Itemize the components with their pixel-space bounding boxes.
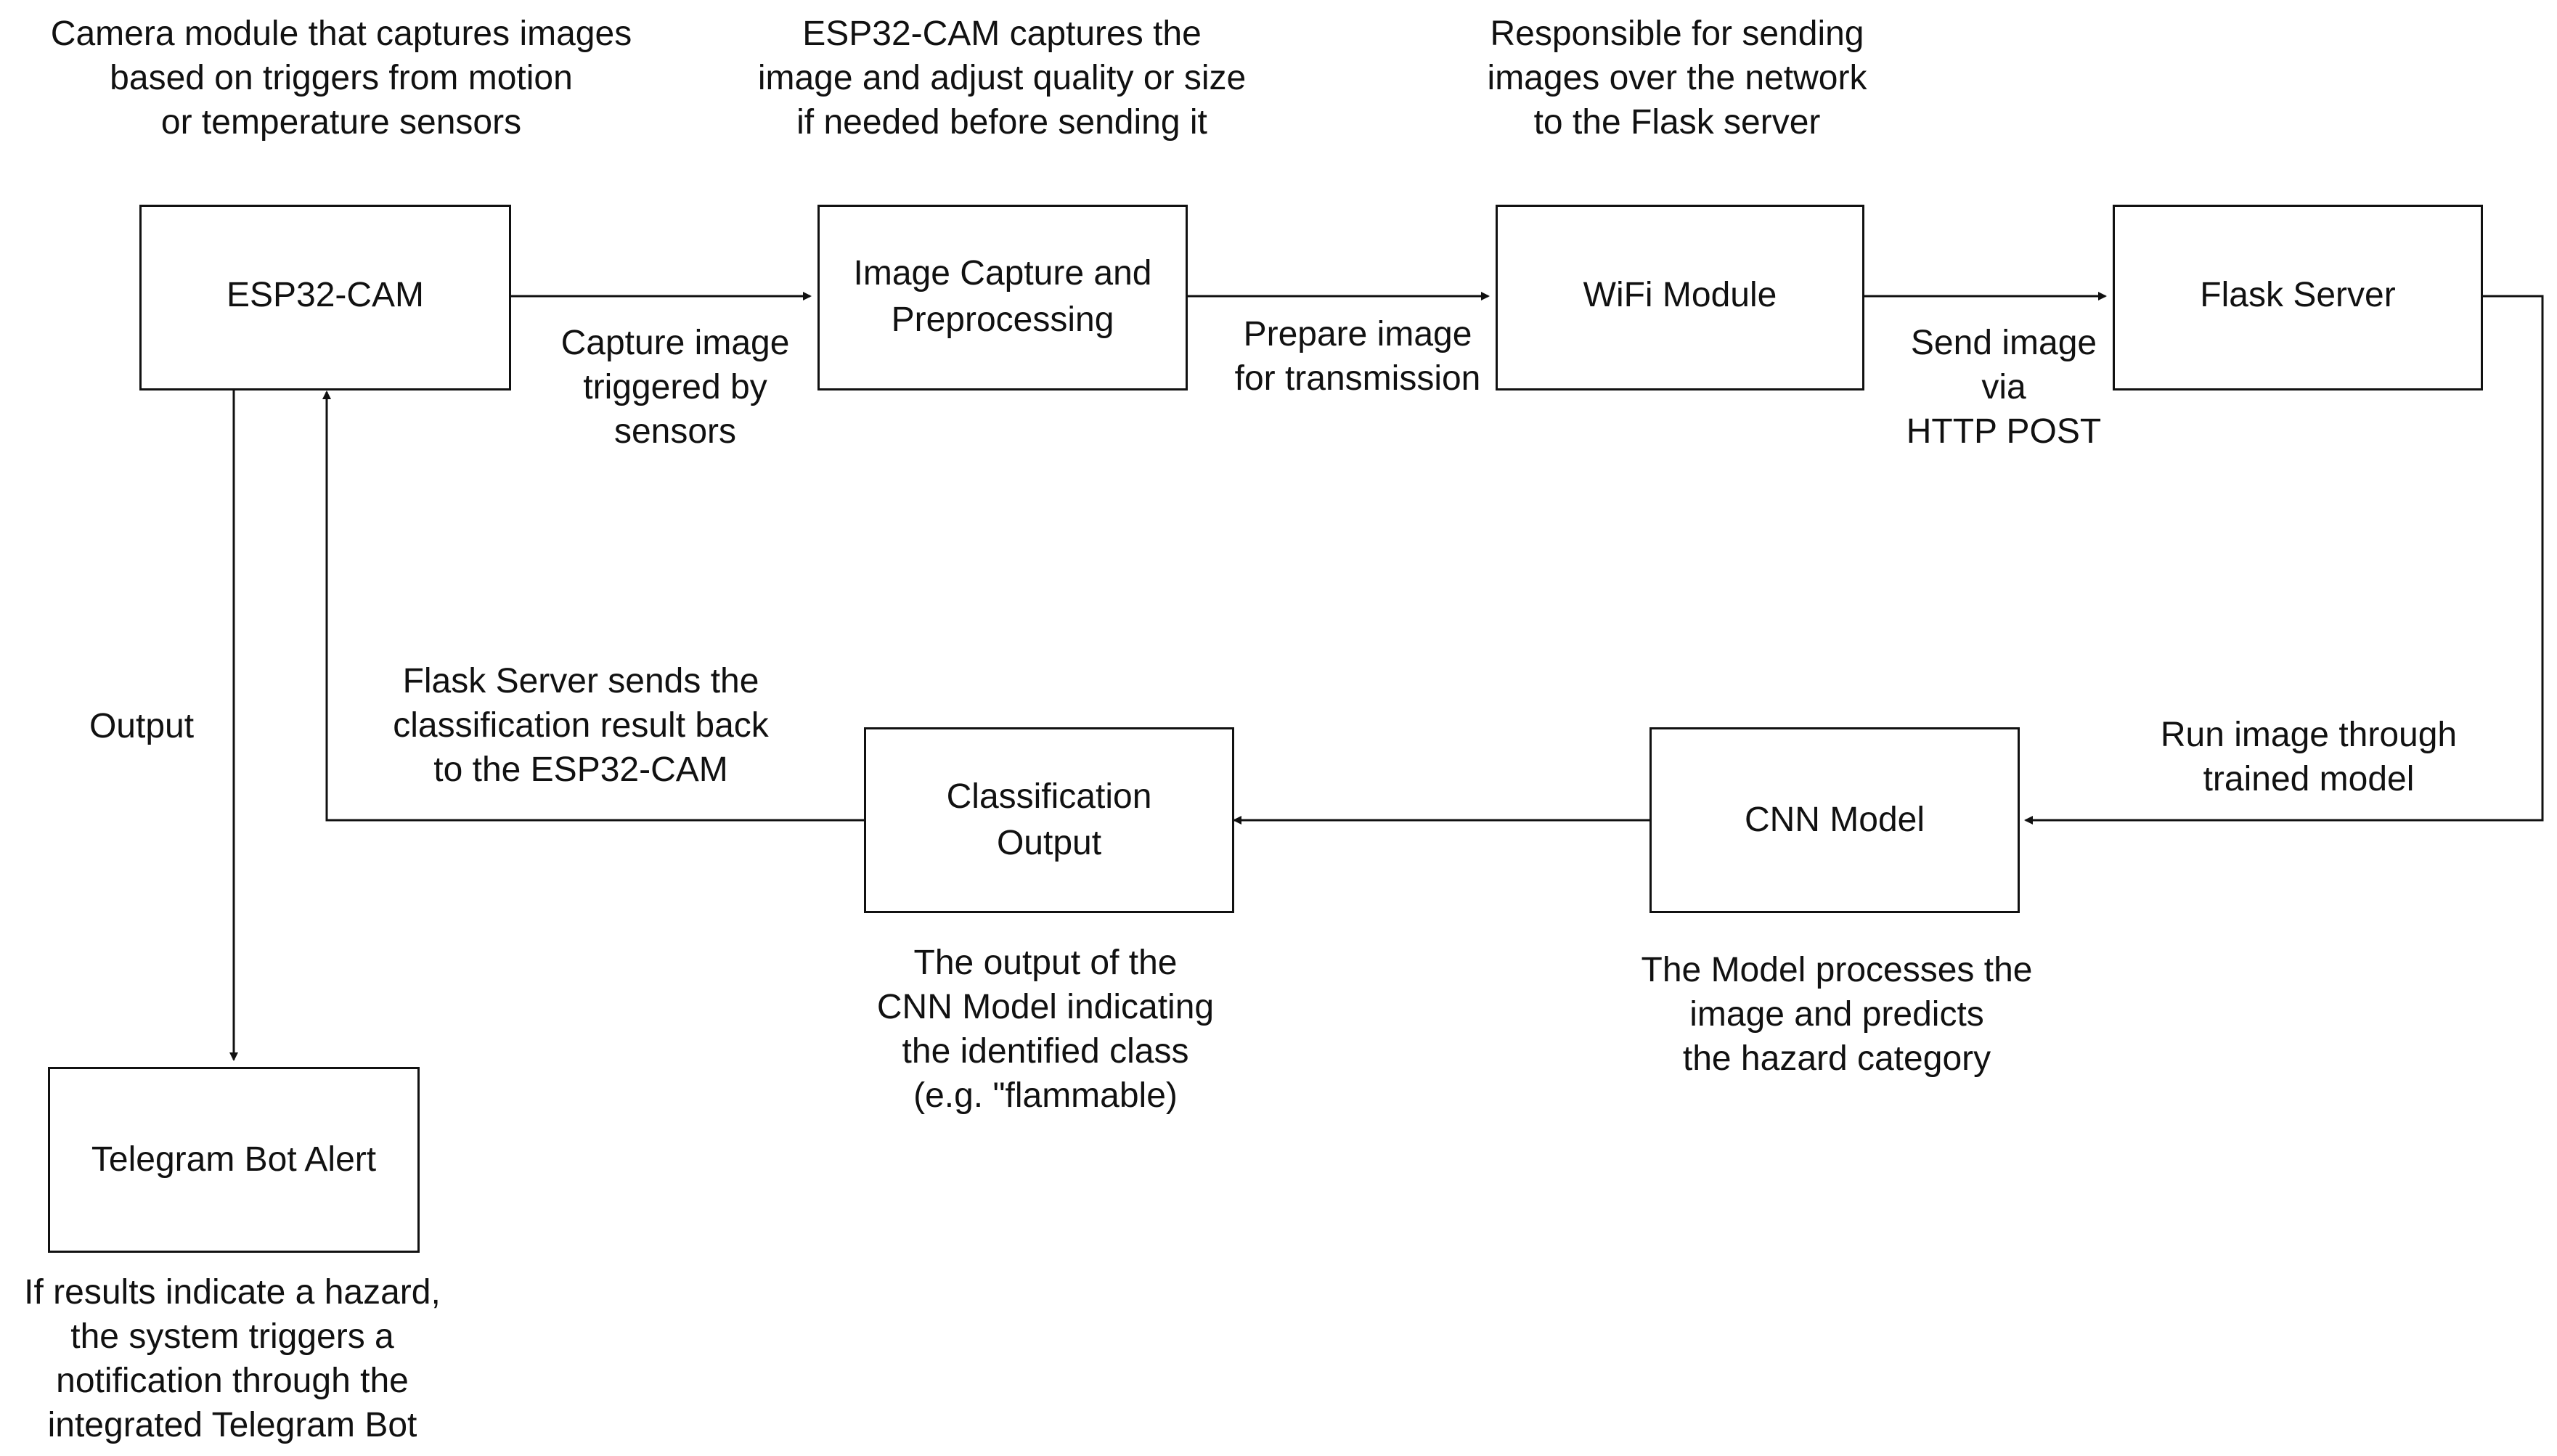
node-cnn-model: CNN Model xyxy=(1649,727,2020,913)
node-image-capture: Image Capture and Preprocessing xyxy=(817,205,1188,390)
description-classification-output: The output of the CNN Model indicating t… xyxy=(876,944,1215,1115)
edge-classification-to-esp32 xyxy=(322,390,864,822)
edge-label-send-image: Send image via HTTP POST xyxy=(1906,324,2102,451)
edge-flask-to-cnn xyxy=(2024,295,2544,825)
node-flask-server: Flask Server xyxy=(2113,205,2483,390)
description-cnn-model: The Model processes the image and predic… xyxy=(1641,951,2033,1078)
description-telegram-bot-alert: If results indicate a hazard, the system… xyxy=(24,1273,441,1444)
edge-label-run-image: Run image through trained model xyxy=(2160,716,2458,798)
node-esp32-cam: ESP32-CAM xyxy=(139,205,511,390)
description-esp32-cam: Camera module that captures images based… xyxy=(50,15,632,142)
edge-label-flask-sends-back: Flask Server sends the classification re… xyxy=(393,662,769,789)
edge-label-output: Output xyxy=(89,707,195,745)
edge-label-capture-image: Capture image triggered by sensors xyxy=(560,324,790,451)
node-wifi-module: WiFi Module xyxy=(1496,205,1864,390)
description-image-capture: ESP32-CAM captures the image and adjust … xyxy=(757,15,1247,142)
node-telegram-bot-alert: Telegram Bot Alert xyxy=(48,1067,420,1253)
edge-label-prepare-image: Prepare image for transmission xyxy=(1234,315,1481,398)
description-wifi-module: Responsible for sending images over the … xyxy=(1487,15,1867,142)
node-classification-output: Classification Output xyxy=(864,727,1234,913)
